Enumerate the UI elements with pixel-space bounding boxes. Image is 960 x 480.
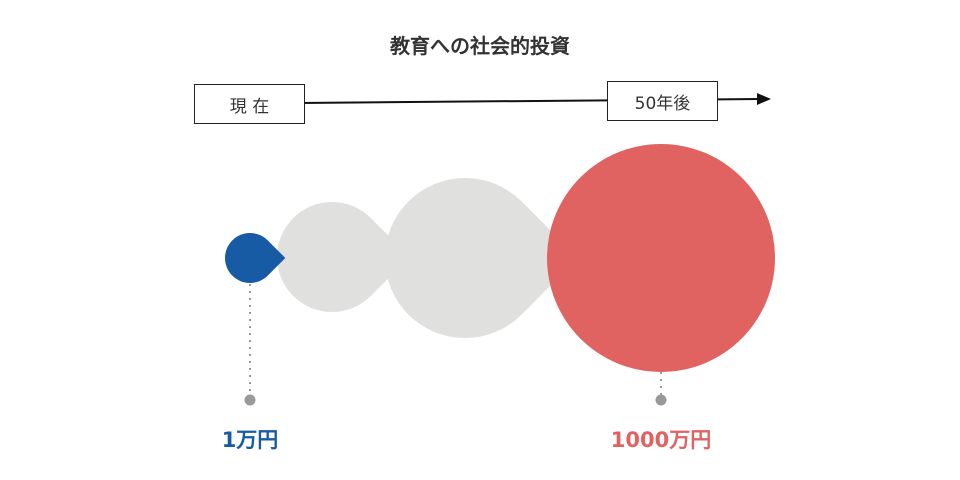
end-value-label: 1000万円 (610, 428, 712, 452)
timeline-start-box: 現 在 (194, 84, 305, 124)
future-value-circle (547, 144, 775, 372)
present-value-drop (225, 233, 286, 283)
start-value-label: 1万円 (221, 428, 279, 452)
end-marker-dot (655, 394, 667, 406)
start-marker-dot (244, 394, 256, 406)
diagram-title: 教育への社会的投資 (390, 34, 570, 58)
timeline-end-box: 50年後 (607, 81, 718, 121)
growth-drop-medium (385, 178, 579, 338)
timeline-arrowhead (757, 93, 771, 105)
